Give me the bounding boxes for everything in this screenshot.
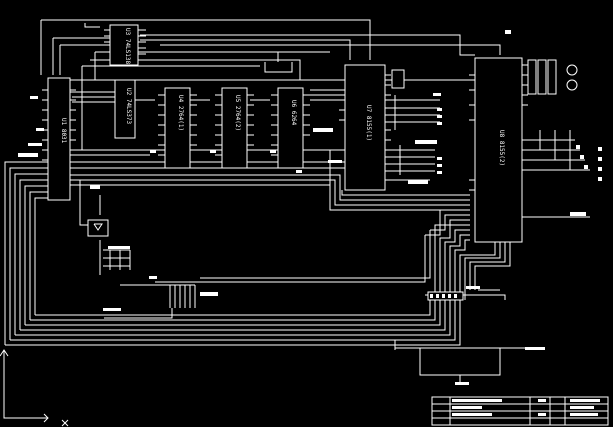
led-bar-u8[interactable]: [527, 59, 578, 95]
pin-stubs: [42, 29, 528, 191]
led-bar-u7[interactable]: [391, 69, 405, 89]
connector-block[interactable]: [427, 291, 464, 301]
title-block: [431, 396, 609, 426]
optocoupler[interactable]: [87, 219, 109, 237]
chip-u4-2764-1[interactable]: U4 2764(1): [164, 87, 191, 169]
keyboard-switches[interactable]: [576, 145, 602, 181]
net-labels: [18, 30, 586, 385]
chip-u7-label: U7 8155(1): [365, 105, 372, 141]
chip-u4-label: U4 2764(1): [177, 95, 184, 131]
chip-u2-74ls373[interactable]: U2 74LS373: [114, 79, 136, 139]
chip-u1-label: U1 8031: [60, 118, 67, 144]
chip-u6-label: U6 6264: [290, 100, 297, 126]
chip-u3-label: U3 74LS138: [124, 28, 131, 65]
chip-u5-2764-2[interactable]: U5 2764(2): [221, 87, 248, 169]
chip-u2-label: U2 74LS373: [125, 88, 132, 125]
chip-u1-8031[interactable]: U1 8031: [47, 77, 71, 201]
chip-u7-8155-1[interactable]: U7 8155(1): [344, 64, 386, 191]
chip-u6-6264[interactable]: U6 6264: [277, 87, 304, 169]
chip-u5-label: U5 2764(2): [234, 95, 241, 131]
ucs-icon: [0, 349, 69, 427]
chip-u3-74ls138[interactable]: U3 74LS138: [109, 24, 139, 66]
chip-u8-label: U8 8155(2): [498, 130, 505, 166]
chip-u8-8155-2[interactable]: U8 8155(2): [474, 57, 523, 243]
